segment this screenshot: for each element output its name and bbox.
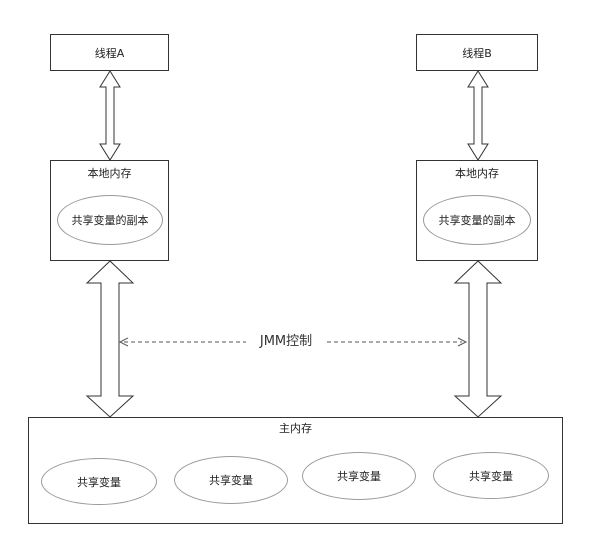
main-memory-label: 主内存 <box>279 422 312 435</box>
arrow-thread-a-local-a <box>99 70 121 161</box>
shared-variable: 共享变量 <box>174 456 288 504</box>
shared-variable: 共享变量 <box>302 452 416 500</box>
local-memory-b-label: 本地内存 <box>455 167 499 180</box>
arrow-thread-b-local-b <box>467 70 489 161</box>
local-memory-a-box: 本地内存 共享变量的副本 <box>50 160 169 261</box>
shared-variable: 共享变量 <box>41 458 157 505</box>
jmm-control-label: JMM控制 <box>246 333 326 351</box>
jmm-arrowhead-right <box>457 337 468 347</box>
local-memory-a-label: 本地内存 <box>87 167 132 180</box>
thread-b-box: 线程B <box>416 34 538 71</box>
local-memory-b-box: 本地内存 共享变量的副本 <box>416 160 538 261</box>
arrow-local-b-main <box>453 260 503 418</box>
thread-a-box: 线程A <box>50 34 169 71</box>
shared-variable-copy-a: 共享变量的副本 <box>57 195 163 245</box>
main-memory-box: 主内存 共享变量 共享变量 共享变量 共享变量 <box>28 417 563 524</box>
thread-a-label: 线程A <box>94 47 125 60</box>
thread-b-label: 线程B <box>462 47 492 60</box>
jmm-arrowhead-left <box>118 337 129 347</box>
shared-variable: 共享变量 <box>433 452 549 499</box>
shared-variable-copy-b: 共享变量的副本 <box>423 195 531 245</box>
